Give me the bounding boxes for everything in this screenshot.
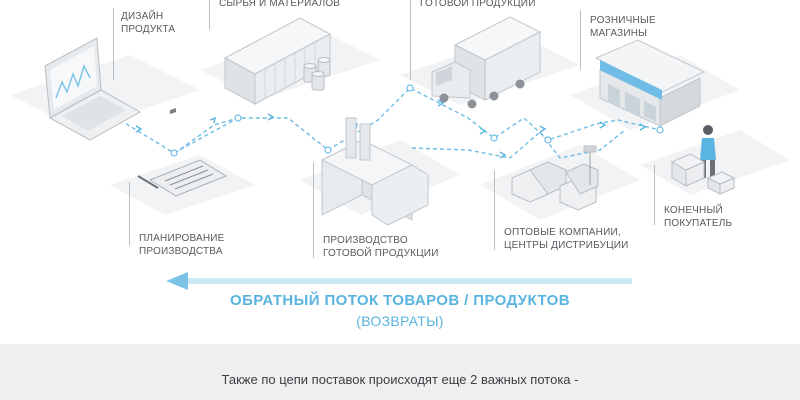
return-arrow [166, 272, 632, 290]
node-label-finished-supply: ГОТОВОЙ ПРОДУКЦИИ [420, 0, 536, 9]
leader-line-customer [654, 165, 655, 225]
node-label-planning: ПЛАНИРОВАНИЕ ПРОИЗВОДСТВА [139, 233, 225, 257]
return-flow-title: ОБРАТНЫЙ ПОТОК ТОВАРОВ / ПРОДУКТОВ [230, 292, 570, 309]
leader-line-wholesale [494, 170, 495, 250]
leader-line-production [313, 162, 314, 258]
node-label-customer: КОНЕЧНЫЙ ПОКУПАТЕЛЬ [664, 205, 733, 229]
return-flow-subtitle: (ВОЗВРАТЫ) [356, 313, 444, 329]
node-label-wholesale: ОПТОВЫЕ КОМПАНИИ, ЦЕНТРЫ ДИСТРИБУЦИИ [504, 227, 629, 251]
planning-board-icon [137, 107, 228, 197]
pallets-icon [511, 145, 599, 211]
store-icon [594, 39, 706, 127]
node-label-production: ПРОИЗВОДСТВО ГОТОВОЙ ПРОДУКЦИИ [323, 235, 439, 259]
customer-icon [670, 125, 736, 195]
node-label-raw-materials: СЫРЬЯ И МАТЕРИАЛОВ [219, 0, 341, 9]
barrels [303, 57, 331, 91]
laptop-icon [44, 37, 142, 141]
flow-arrows [135, 99, 647, 159]
container-icon [223, 17, 332, 105]
truck-icon [431, 16, 542, 109]
leader-line-finished-supply [410, 0, 411, 80]
footer-band [0, 344, 800, 400]
factory-icon [320, 117, 429, 226]
leader-line-design [113, 8, 114, 80]
leader-line-raw [209, 0, 210, 30]
node-label-retail: РОЗНИЧНЫЕ МАГАЗИНЫ [590, 15, 656, 39]
footer-text: Также по цепи поставок происходят еще 2 … [221, 372, 579, 387]
leader-line-planning [129, 182, 130, 246]
leader-line-retail [580, 10, 581, 70]
node-label-design: ДИЗАЙН ПРОДУКТА [121, 11, 176, 35]
